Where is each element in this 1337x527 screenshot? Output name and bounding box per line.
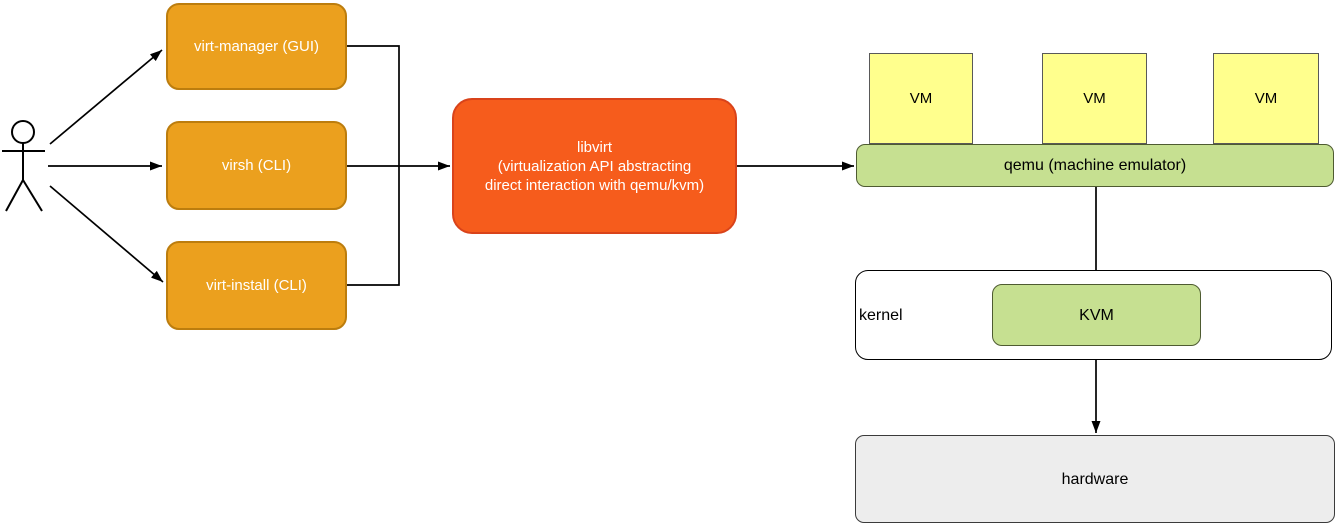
- node-virsh: virsh (CLI): [166, 121, 347, 210]
- actor-leg-left: [5, 179, 24, 212]
- node-hardware: hardware: [855, 435, 1335, 523]
- node-kvm: KVM: [992, 284, 1201, 346]
- node-libvirt: libvirt (virtualization API abstracting …: [452, 98, 737, 234]
- actor-leg-right: [22, 179, 43, 212]
- node-qemu: qemu (machine emulator): [856, 144, 1334, 187]
- arrow-user-to-virt-manager: [49, 49, 163, 145]
- node-virt-manager: virt-manager (GUI): [166, 3, 347, 90]
- node-vm-3: VM: [1213, 53, 1319, 144]
- user-actor-figure: [2, 120, 45, 212]
- node-vm-1: VM: [869, 53, 973, 144]
- actor-head: [11, 120, 35, 144]
- arrow-user-to-virt-install: [49, 185, 164, 283]
- node-virt-install: virt-install (CLI): [166, 241, 347, 330]
- node-vm-2: VM: [1042, 53, 1147, 144]
